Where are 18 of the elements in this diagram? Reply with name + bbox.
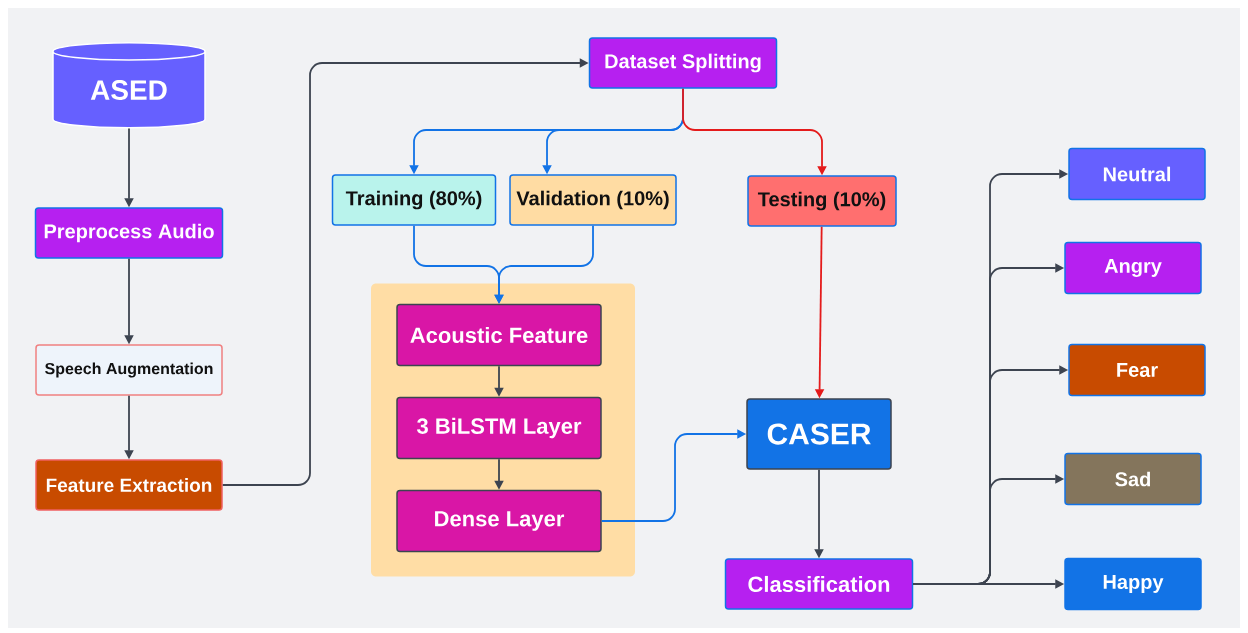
layer-box: Acoustic Feature <box>396 303 602 367</box>
process-box: Classification <box>724 558 914 610</box>
layer-box: 3 BiLSTM Layer <box>396 396 602 460</box>
split-box: Training (80%) <box>331 174 497 226</box>
process-box: Dataset Splitting <box>588 37 778 89</box>
process-box: Speech Augmentation <box>35 344 223 396</box>
model-box: CASER <box>746 398 892 470</box>
database-cylinder: ASED <box>52 42 206 129</box>
class-box: Neutral <box>1068 147 1206 201</box>
process-box: Feature Extraction <box>35 459 223 511</box>
split-box: Testing (10%) <box>747 175 897 227</box>
class-box: Angry <box>1064 241 1202 295</box>
layer-box: Dense Layer <box>396 489 602 553</box>
process-box: Preprocess Audio <box>34 207 224 259</box>
class-box: Happy <box>1064 557 1202 611</box>
class-box: Fear <box>1068 343 1206 397</box>
split-box: Validation (10%) <box>509 174 677 226</box>
class-box: Sad <box>1064 452 1202 506</box>
